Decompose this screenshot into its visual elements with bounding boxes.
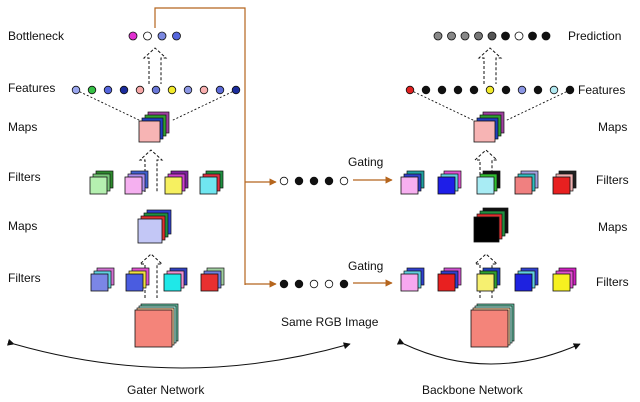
- prediction-dot: [474, 31, 483, 41]
- label-filters-right-bottom: Filters: [596, 275, 629, 289]
- backbone-filter-top: [514, 170, 539, 195]
- gate-top-dot: [324, 176, 334, 186]
- bottleneck-up-arrow: [142, 47, 168, 84]
- backbone-maps-top: [473, 111, 505, 143]
- backbone-input-image: [470, 303, 515, 348]
- gater-filter-top: [199, 170, 224, 195]
- gater-filter-bottom: [200, 267, 225, 292]
- backbone-maps-mid: [473, 207, 509, 243]
- backbone-feature-dot: [469, 85, 479, 95]
- prediction-dot: [487, 31, 497, 41]
- gater-feature-dot: [71, 85, 81, 95]
- label-bottleneck: Bottleneck: [8, 29, 65, 43]
- label-gating-top: Gating: [348, 155, 383, 169]
- prediction-dot: [528, 31, 537, 41]
- label-maps-right-mid: Maps: [598, 220, 627, 234]
- prediction-dot: [514, 31, 524, 41]
- label-prediction: Prediction: [568, 29, 621, 43]
- backbone-feature-dot: [405, 85, 415, 95]
- backbone-filter-bottom: [552, 267, 577, 292]
- label-maps-left-mid: Maps: [8, 219, 37, 233]
- backbone-feature-dot: [437, 85, 447, 95]
- backbone-filter-bottom: [437, 267, 462, 292]
- gater-feature-dot: [199, 85, 209, 95]
- gate-vectors-group: [279, 176, 349, 289]
- label-backbone-network: Backbone Network: [422, 383, 524, 397]
- gate-bottom-dot: [279, 279, 289, 289]
- orange-bottleneck-link: [154, 7, 246, 285]
- backbone-arrow-maps-top: [473, 149, 499, 190]
- gater-feature-dot: [119, 85, 129, 95]
- backbone-feature-dot: [421, 85, 431, 95]
- label-maps-right-top: Maps: [598, 120, 627, 134]
- label-gater-network: Gater Network: [127, 383, 205, 397]
- backbone-feature-dot: [501, 85, 511, 95]
- left-funnel-lines: [75, 89, 237, 122]
- label-features-right: Features: [578, 83, 625, 97]
- gater-network-group: [71, 31, 241, 348]
- gater-feature-dot: [231, 85, 241, 95]
- backbone-span-arrow: [396, 338, 581, 365]
- gate-bottom-dot: [294, 279, 304, 289]
- prediction-dot: [541, 31, 551, 41]
- backbone-filter-top: [400, 170, 425, 195]
- label-gating-bottom: Gating: [348, 259, 383, 273]
- prediction-dot: [447, 31, 456, 41]
- gater-input-image: [134, 303, 179, 348]
- gater-filter-bottom: [163, 267, 188, 292]
- backbone-network-group: [400, 31, 577, 348]
- label-filters-left-bottom: Filters: [8, 271, 41, 285]
- gater-feature-dot: [87, 85, 97, 95]
- label-filters-left-top: Filters: [8, 170, 41, 184]
- backbone-filter-top: [552, 170, 577, 195]
- prediction-up-arrow: [477, 47, 503, 84]
- gater-filter-bottom: [90, 267, 115, 292]
- label-same-rgb-image: Same RGB Image: [281, 315, 379, 329]
- gater-feature-dot: [215, 85, 225, 95]
- bottleneck-dot: [143, 31, 152, 41]
- bottleneck-dot: [172, 31, 181, 41]
- label-filters-right-top: Filters: [596, 173, 629, 187]
- gater-span-arrow: [6, 338, 351, 369]
- gate-bottom-dot: [309, 279, 319, 289]
- bottleneck-dot: [128, 31, 138, 41]
- gate-top-dot: [309, 176, 319, 186]
- gater-filter-top: [124, 170, 149, 195]
- gate-bottom-dot: [324, 279, 334, 289]
- label-maps-left-top: Maps: [8, 120, 37, 134]
- backbone-filter-top: [437, 170, 462, 195]
- bottleneck-dot: [157, 31, 167, 41]
- gater-filter-bottom: [125, 267, 150, 292]
- prediction-dot: [433, 31, 443, 41]
- backbone-filter-bottom: [514, 267, 539, 292]
- backbone-feature-dot: [533, 85, 543, 95]
- backbone-feature-dot: [453, 85, 463, 95]
- gate-top-dot: [279, 176, 289, 186]
- gater-filter-top: [164, 170, 189, 195]
- gater-feature-dot: [151, 85, 161, 95]
- prediction-dot: [501, 31, 510, 41]
- gater-maps-mid: [137, 209, 172, 244]
- gate-top-dot: [294, 176, 304, 186]
- backbone-feature-dot: [565, 85, 575, 95]
- gater-maps-top: [138, 111, 170, 143]
- prediction-dot: [460, 31, 470, 41]
- gater-filter-top: [89, 170, 114, 195]
- backbone-feature-dot: [485, 85, 495, 95]
- backbone-feature-dot: [549, 85, 559, 95]
- gater-feature-dot: [183, 85, 193, 95]
- backbone-filter-bottom: [476, 267, 501, 292]
- gate-bottom-dot: [339, 279, 349, 289]
- gater-feature-dot: [135, 85, 145, 95]
- label-features-left: Features: [8, 81, 55, 95]
- backbone-filter-top: [476, 170, 501, 195]
- backbone-filter-bottom: [400, 267, 425, 292]
- gater-arrow-maps-top: [138, 149, 164, 192]
- backbone-feature-dot: [517, 85, 527, 95]
- gater-feature-dot: [103, 85, 113, 95]
- gate-top-dot: [339, 176, 349, 186]
- gater-feature-dot: [167, 85, 177, 95]
- right-funnel-lines: [409, 89, 571, 122]
